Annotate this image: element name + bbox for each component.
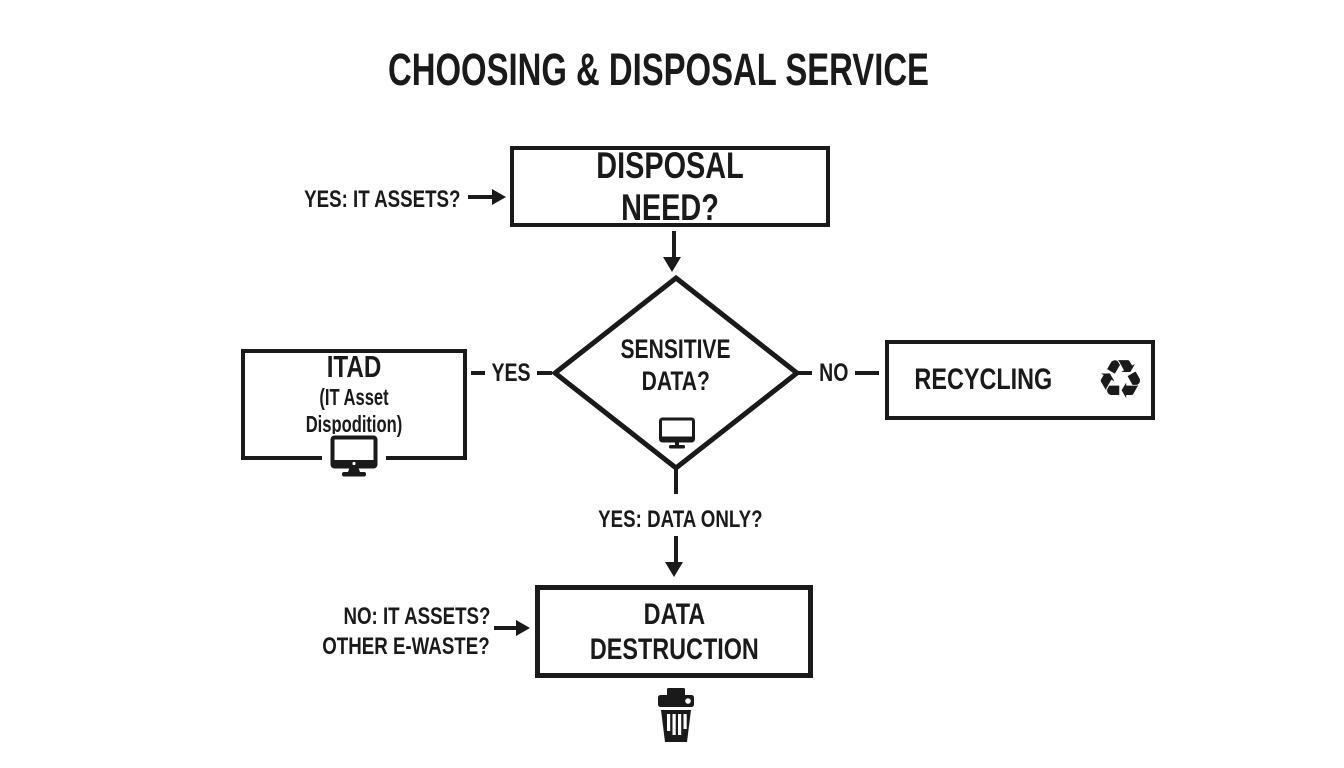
monitor-icon [330,435,378,477]
edge-label-yes-data-only: YES: DATA ONLY? [597,506,763,533]
page-title: CHOOSING & DISPOSAL SERVICE [0,42,1330,98]
node-itad: ITAD (IT Asset Dispodition) [241,349,467,460]
edge-line-yes-right [537,371,552,375]
node-recycling-label: RECYCLING [914,363,1053,396]
trash-icon [658,688,694,742]
node-sensitive-data-label: SENSITIVE DATA? [620,334,732,396]
monitor-icon-chip [322,434,386,480]
edge-line-to-destruction [674,536,678,564]
recycle-icon: ♻ [1096,348,1145,411]
arrowhead-down-icon [663,257,681,272]
edge-line-no-right [855,371,879,375]
edge-label-yes-it-assets: YES: IT ASSETS? [303,186,460,213]
monitor-icon [659,417,695,449]
edge-line-disposal-to-sensitive [672,231,676,259]
arrowhead-right-icon [516,620,530,636]
page-title-text: CHOOSING & DISPOSAL SERVICE [387,44,929,95]
arrowhead-right-icon [492,189,506,205]
edge-line-yes-left [471,371,485,375]
edge-line-no-left [797,371,812,375]
node-recycling: RECYCLING ♻ [885,340,1155,420]
edge-label-no: NO [819,358,849,387]
arrowhead-down-icon [665,562,683,577]
node-disposal-need-label: DISPOSAL NEED? [596,144,744,228]
node-disposal-need: DISPOSAL NEED? [510,144,830,228]
edge-label-yes: YES [491,358,531,387]
edge-line-sensitive-down [674,468,678,494]
edge-line-to-disposal-need [468,195,494,199]
node-itad-title: ITAD [326,348,382,384]
node-itad-subtitle: (IT Asset Dispodition) [305,383,403,437]
edge-label-no-it-assets: NO: IT ASSETS? OTHER E-WASTE? [322,603,490,660]
node-data-destruction: DATA DESTRUCTION [535,585,813,678]
edge-line-no-it-assets [494,626,518,630]
